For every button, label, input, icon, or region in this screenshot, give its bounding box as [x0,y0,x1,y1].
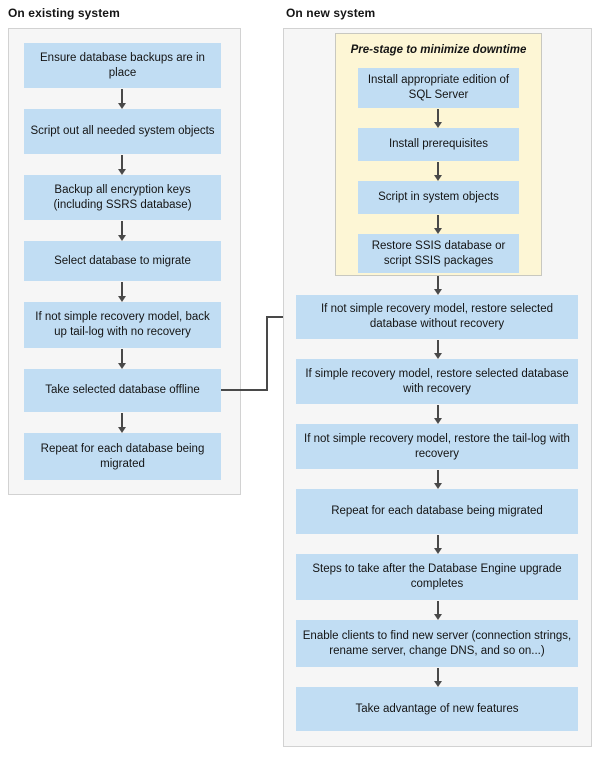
node-backup-tail-log[interactable]: If not simple recovery model, back up ta… [24,302,221,348]
node-install-sql-server[interactable]: Install appropriate edition of SQL Serve… [358,68,519,108]
node-ensure-backups[interactable]: Ensure database backups are in place [24,43,221,88]
node-enable-clients[interactable]: Enable clients to find new server (conne… [296,620,578,667]
substage-title: Pre-stage to minimize downtime [350,44,527,56]
node-label: Repeat for each database being migrated [331,505,543,517]
node-restore-without-recovery[interactable]: If not simple recovery model, restore se… [296,295,578,339]
node-restore-ssis[interactable]: Restore SSIS database or script SSIS pac… [358,234,519,273]
node-label: If not simple recovery model, restore se… [320,303,554,330]
node-label: Ensure database backups are in place [40,51,205,79]
node-label: If not simple recovery model, restore th… [304,432,570,460]
node-take-offline[interactable]: Take selected database offline [24,369,221,412]
node-label: Install appropriate edition of SQL Serve… [367,74,510,101]
node-label: If simple recovery model, restore select… [305,367,569,395]
node-restore-with-recovery[interactable]: If simple recovery model, restore select… [296,359,578,404]
node-label: Backup all encryption keys (including SS… [53,183,192,211]
node-select-database[interactable]: Select database to migrate [24,241,221,281]
node-restore-tail-log[interactable]: If not simple recovery model, restore th… [296,424,578,469]
node-label: Restore SSIS database or script SSIS pac… [371,239,506,267]
node-label: Install prerequisites [388,138,489,150]
node-backup-encryption-keys[interactable]: Backup all encryption keys (including SS… [24,175,221,220]
node-label: Enable clients to find new server (conne… [302,629,572,657]
node-label: Select database to migrate [54,254,191,267]
panel-title-new-system: On new system [286,6,376,20]
node-script-in-objects[interactable]: Script in system objects [358,181,519,214]
node-take-advantage-features[interactable]: Take advantage of new features [296,687,578,731]
node-label: If not simple recovery model, back up ta… [35,311,210,338]
node-label: Script out all needed system objects [30,125,215,137]
node-label: Repeat for each database being migrated [40,442,205,470]
panel-title-existing-system: On existing system [8,6,120,20]
node-script-out-objects[interactable]: Script out all needed system objects [24,109,221,154]
node-repeat-each-database-new[interactable]: Repeat for each database being migrated [296,489,578,534]
node-label: Take advantage of new features [355,702,519,715]
node-label: Script in system objects [378,191,499,203]
node-label: Take selected database offline [45,384,200,396]
node-label: Steps to take after the Database Engine … [312,563,562,590]
node-install-prerequisites[interactable]: Install prerequisites [358,128,519,161]
node-post-upgrade-steps[interactable]: Steps to take after the Database Engine … [296,554,578,600]
node-repeat-each-database[interactable]: Repeat for each database being migrated [24,433,221,480]
